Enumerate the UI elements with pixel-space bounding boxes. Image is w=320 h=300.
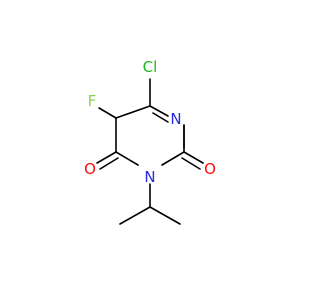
bond-c4-o-left-second <box>99 157 119 170</box>
bond-c5-c6 <box>115 105 151 119</box>
chlorine-label: Cl <box>143 58 158 76</box>
bond-c2-o-right <box>183 151 204 164</box>
ring-nitrogen-label: N <box>170 110 181 128</box>
bond-ch-me-right <box>149 206 181 225</box>
bond-c2-o-right-second <box>181 157 201 170</box>
bond-c6-n1-second <box>152 112 169 123</box>
substituted-nitrogen-label: N <box>144 168 155 186</box>
bond-c2-n3 <box>161 151 185 166</box>
bond-ch-me-left <box>119 206 151 225</box>
bond-c5-f <box>98 107 117 119</box>
fluorine-label: F <box>88 92 97 110</box>
carbonyl-oxygen-right-label: O <box>204 160 216 178</box>
atom-labels: Cl F N N O O <box>84 58 216 186</box>
bond-c4-o-left <box>96 151 117 164</box>
molecule-diagram: Cl F N N O O <box>84 58 216 225</box>
bond-n3-c4 <box>115 151 139 166</box>
bond-c6-n1 <box>149 105 169 117</box>
bonds <box>96 78 204 225</box>
structure-drawing: Cl F N N O O <box>84 58 216 225</box>
carbonyl-oxygen-left-label: O <box>84 160 96 178</box>
